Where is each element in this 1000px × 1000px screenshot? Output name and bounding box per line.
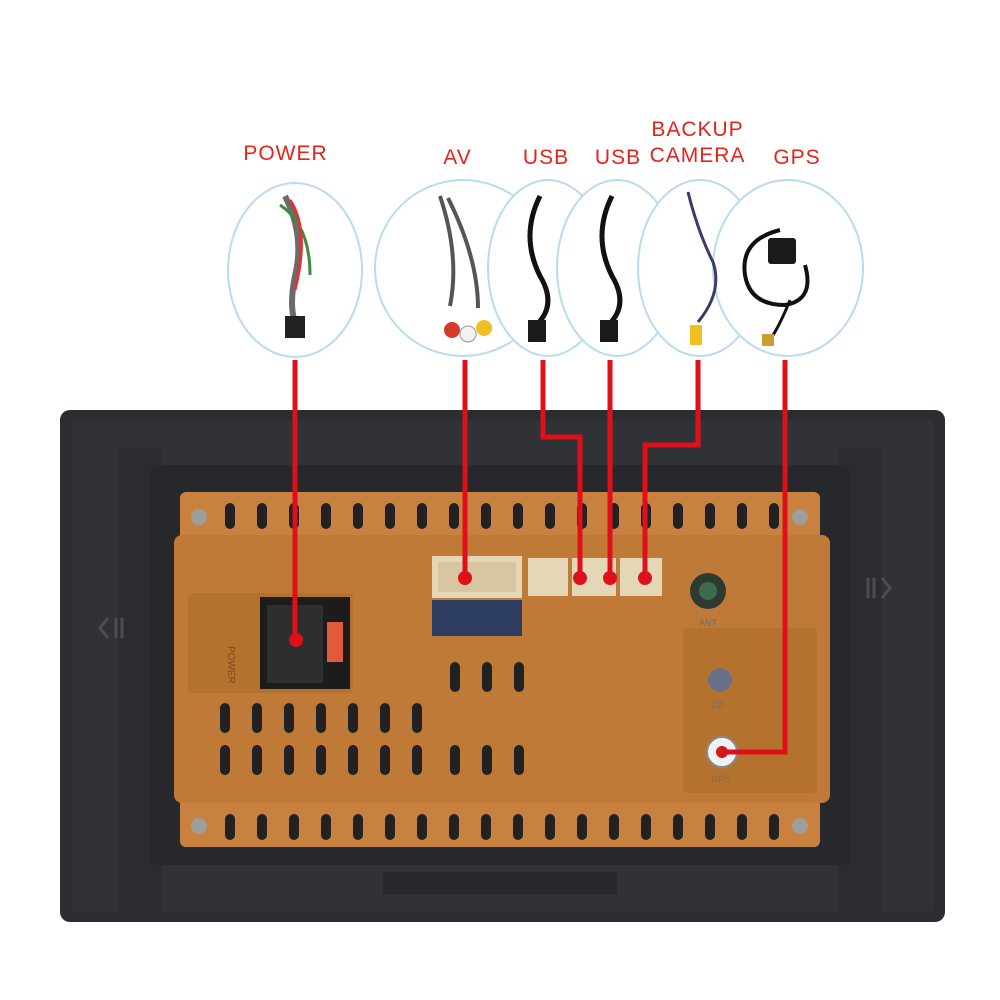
connector-dots (289, 571, 652, 647)
backup-camera-label-line1: BACKUP (651, 118, 744, 141)
backup-camera-label-line2: CAMERA (649, 144, 746, 167)
vent-slot (481, 503, 491, 529)
connector-lines (292, 360, 788, 755)
vent-slot (220, 745, 230, 775)
vent-slot (348, 745, 358, 775)
vent-slot (284, 703, 294, 733)
usb-cable-icon (599, 194, 623, 342)
vent-slot (641, 814, 651, 840)
vent-slot (220, 703, 230, 733)
vent-slot (450, 745, 460, 775)
vent-slot (737, 503, 747, 529)
vent-slot (673, 814, 683, 840)
vent-slot (450, 662, 460, 692)
vent-slot (545, 814, 555, 840)
vent-slot (412, 703, 422, 733)
power-port (260, 597, 350, 689)
vent-slot (289, 814, 299, 840)
power-harness-cable-icon (279, 194, 312, 338)
vent-slot (482, 745, 492, 775)
backup-camera-label: BACKUP CAMERA (640, 117, 755, 169)
vent-slot (316, 745, 326, 775)
gps-antenna-icon (742, 228, 810, 346)
vent-slot (769, 503, 779, 529)
usb-port-1 (528, 558, 568, 596)
backup-camera-cable-icon (686, 191, 718, 345)
screw (191, 509, 207, 525)
screw (792, 818, 808, 834)
vent-slot (513, 503, 523, 529)
vent-slot (385, 503, 395, 529)
av-rca-cable-icon (438, 195, 492, 343)
vent-slot (380, 745, 390, 775)
vent-slot (577, 814, 587, 840)
vent-slot (252, 745, 262, 775)
vent-slot (380, 703, 390, 733)
vent-slot (257, 503, 267, 529)
vent-slot (225, 503, 235, 529)
vent-slot (348, 703, 358, 733)
vent-slot (545, 503, 555, 529)
vent-slot (412, 745, 422, 775)
vent-slot (321, 814, 331, 840)
screw (191, 818, 207, 834)
vent-slot (609, 814, 619, 840)
vent-slot (673, 503, 683, 529)
cd-port (708, 668, 732, 692)
vent-slot (257, 814, 267, 840)
vent-slot (284, 745, 294, 775)
vent-slot (321, 503, 331, 529)
vent-slot (513, 814, 523, 840)
usb-label-2: USB (594, 146, 642, 169)
vent-slot (417, 503, 427, 529)
vent-slot (225, 814, 235, 840)
vent-slot (449, 814, 459, 840)
vent-slot (449, 503, 459, 529)
cd-port-marking: CD (711, 700, 724, 710)
av-port (432, 556, 522, 636)
power-port-marking: POWER (225, 646, 236, 684)
power-label: POWER (243, 142, 328, 165)
vent-slot (417, 814, 427, 840)
vent-slot (252, 703, 262, 733)
screw (792, 509, 808, 525)
usb-cable-icon (527, 194, 551, 342)
vent-slot (482, 662, 492, 692)
vent-slot (353, 503, 363, 529)
vent-slot (385, 814, 395, 840)
vent-slot (705, 814, 715, 840)
antenna-port (690, 573, 726, 609)
gps-port-marking: GPS (711, 774, 731, 784)
vent-slot (353, 814, 363, 840)
gps-label: GPS (773, 146, 821, 169)
av-label: AV (443, 146, 472, 169)
vent-slot (769, 814, 779, 840)
usb-label-1: USB (522, 146, 570, 169)
antenna-port-marking: ANT (699, 618, 717, 628)
vent-slot (705, 503, 715, 529)
vent-slot (737, 814, 747, 840)
vent-slot (316, 703, 326, 733)
vent-slot (514, 745, 524, 775)
vent-slot (481, 814, 491, 840)
vent-slot (514, 662, 524, 692)
